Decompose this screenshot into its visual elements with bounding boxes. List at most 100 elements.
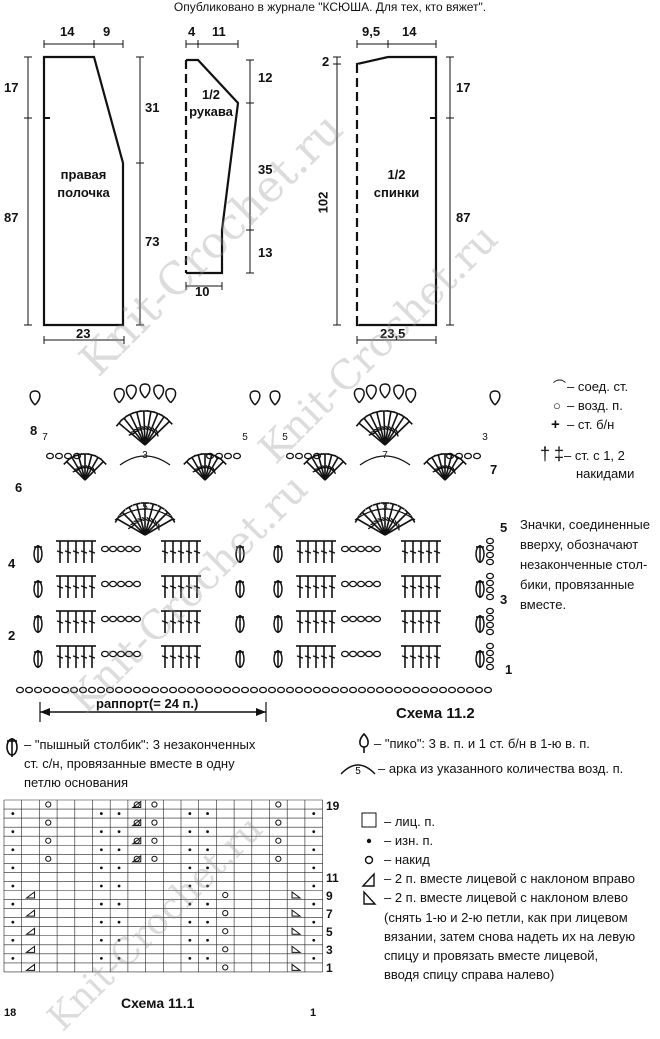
chain-stitch: [134, 546, 141, 551]
puff-stitch: [34, 580, 42, 598]
double-crochet-stitch: [425, 611, 433, 633]
double-crochet-stitch: [177, 646, 185, 668]
double-crochet-stitch: [401, 646, 409, 668]
chain-stitch: [358, 651, 365, 656]
chain-stitch: [225, 453, 232, 458]
double-crochet-stitch: [169, 541, 177, 563]
double-crochet-stitch: [304, 541, 312, 563]
chain-stitch: [374, 581, 381, 586]
purl-dot: [118, 885, 121, 888]
yarn-over-circle: [223, 929, 228, 934]
double-crochet-stitch: [64, 576, 72, 598]
chain-stitch: [110, 616, 117, 621]
double-crochet-stitch: [433, 646, 441, 668]
double-crochet-stitch: [417, 646, 425, 668]
double-crochet-stitch: [320, 541, 328, 563]
purl-dot: [206, 866, 209, 869]
picot-stitch: [140, 384, 150, 398]
chain-stitch: [206, 687, 213, 692]
chain-stitch: [56, 453, 63, 458]
scheme1-title: Схема 11.1: [121, 995, 194, 1011]
scheme2-row-2: 2: [8, 628, 15, 643]
k2tog-left-mark: [292, 946, 300, 952]
double-crochet-stitch: [72, 541, 80, 563]
double-crochet-stitch: [409, 646, 417, 668]
puff-stitch: [34, 650, 42, 668]
picot-stitch: [380, 384, 390, 398]
k2tog-left-mark: [292, 964, 300, 970]
chain-stitch: [118, 651, 125, 656]
double-crochet-stitch: [193, 576, 201, 598]
purl-dot: [11, 848, 14, 851]
chain-stitch: [242, 687, 249, 692]
chain-stitch: [102, 651, 109, 656]
chain-stitch: [134, 687, 141, 692]
yarn-over-circle: [46, 856, 51, 861]
puff-stitch: [236, 580, 244, 598]
double-crochet-stitch: [401, 576, 409, 598]
chain-stitch: [487, 580, 494, 585]
back-dim-bottom: 23,5: [380, 326, 405, 341]
double-crochet-stitch: [169, 576, 177, 598]
double-crochet-stitch: [425, 646, 433, 668]
purl-dot: [100, 885, 103, 888]
yarn-over-circle: [152, 856, 157, 861]
chain-stitch: [440, 687, 447, 692]
chain-stitch: [467, 687, 474, 692]
chain-stitch: [487, 629, 494, 634]
chain-stitch: [374, 546, 381, 551]
chain-stitch: [234, 453, 241, 458]
chain-stitch: [305, 687, 312, 692]
chain-stitch: [395, 687, 402, 692]
back-dim-left-a: 2: [322, 54, 329, 69]
sleeve-dim-right-a: 12: [258, 70, 272, 85]
front-dim-right-a: 31: [145, 100, 159, 115]
chain-stitch: [71, 687, 78, 692]
k2tog-left-mark: [292, 928, 300, 934]
purl-dot: [118, 939, 121, 942]
double-crochet-stitch: [177, 576, 185, 598]
chain-stitch: [110, 581, 117, 586]
picot-stitch: [126, 385, 136, 399]
back-dim-right-b: 87: [456, 210, 470, 225]
chain-stitch: [422, 687, 429, 692]
purl-dot: [11, 939, 14, 942]
double-crochet-stitch: [64, 611, 72, 633]
double-crochet-stitch: [320, 576, 328, 598]
rapport-arrow-head-right: [256, 708, 266, 716]
double-crochet-stitch: [161, 611, 169, 633]
yarn-over-circle: [276, 856, 281, 861]
purl-dot: [206, 921, 209, 924]
chain-stitch: [449, 687, 456, 692]
purl-dot: [100, 903, 103, 906]
double-crochet-stitch: [417, 541, 425, 563]
purl-dot: [11, 885, 14, 888]
purl-dot: [312, 866, 315, 869]
front-dim-bottom: 23: [76, 326, 90, 341]
legend1-k2tog-right: – 2 п. вместе лицевой с наклоном вправо: [384, 870, 635, 887]
chain-stitch: [134, 651, 141, 656]
double-crochet-stitch: [417, 576, 425, 598]
legend1-icons: [358, 810, 382, 914]
scheme1-row-9: 9: [326, 889, 333, 903]
double-crochet-stitch: [296, 576, 304, 598]
double-crochet-stitch: [185, 646, 193, 668]
chain-stitch: [62, 687, 69, 692]
purl-dot: [206, 957, 209, 960]
chain-stitch: [358, 616, 365, 621]
chain-stitch: [487, 538, 494, 543]
puff-stitch: [274, 545, 282, 563]
chain-stitch: [342, 651, 349, 656]
chain-stitch: [118, 546, 125, 551]
legend2-item-sc: +– ст. б/н: [551, 416, 614, 433]
chain-stitch: [134, 616, 141, 621]
picot-stitch: [270, 391, 280, 405]
arch-number: 5: [282, 432, 288, 443]
double-crochet-stitch: [433, 541, 441, 563]
double-crochet-stitch: [177, 611, 185, 633]
double-crochet-stitch: [328, 611, 336, 633]
arch-number: 3: [382, 502, 388, 513]
